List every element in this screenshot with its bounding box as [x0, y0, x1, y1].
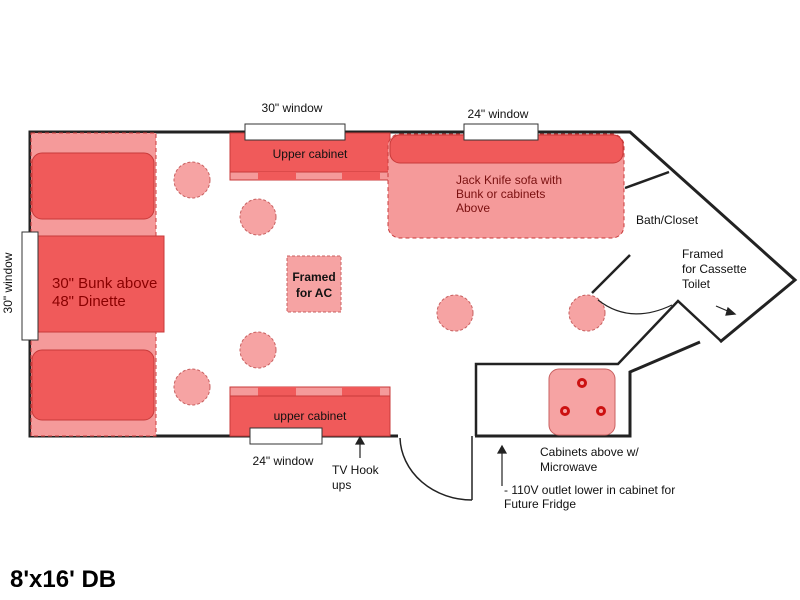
jack-knife-sofa: [387, 133, 625, 239]
tv-label-1: TV Hook: [332, 463, 380, 477]
ac-frame: [286, 255, 342, 313]
dinette-bunk: [30, 132, 165, 437]
toilet-label-2: for Cassette: [682, 262, 747, 276]
ac-label-2: for AC: [296, 286, 333, 300]
window-top-24-label: 24" window: [468, 107, 529, 121]
bunk-label-2: 48" Dinette: [52, 293, 126, 310]
toilet-label-3: Toilet: [682, 277, 711, 291]
sofa-label-2: Bunk or cabinets: [456, 187, 545, 201]
microwave-label-1: Cabinets above w/: [540, 445, 639, 459]
toilet-label-1: Framed: [682, 247, 723, 261]
stove: [548, 368, 616, 436]
interior-walls: [474, 170, 723, 436]
bunk-label-1: 30" Bunk above: [52, 275, 157, 292]
tv-label-2: ups: [332, 478, 351, 492]
microwave-label-2: Microwave: [540, 460, 598, 474]
ac-label-1: Framed: [292, 270, 335, 284]
bath-closet-label: Bath/Closet: [636, 213, 699, 227]
windows: [21, 123, 539, 445]
sofa-label-3: Above: [456, 201, 490, 215]
entry-door: [399, 436, 473, 501]
plan-title: 8'x16' DB: [10, 566, 117, 593]
bath-door: [597, 299, 673, 315]
window-left-30-label: 30" window: [1, 252, 15, 313]
ceiling-fixtures: [173, 161, 606, 406]
upper-cabinet-bottom-label: upper cabinet: [274, 409, 347, 423]
window-bottom-24-label: 24" window: [253, 454, 314, 468]
window-top-30-label: 30" window: [262, 101, 323, 115]
fridge-label-2: Future Fridge: [504, 497, 576, 511]
sofa-label-1: Jack Knife sofa with: [456, 173, 562, 187]
upper-cabinet-top-label: Upper cabinet: [273, 147, 348, 161]
callout-arrows: [354, 305, 737, 486]
fridge-label-1: - 110V outlet lower in cabinet for: [504, 483, 675, 497]
